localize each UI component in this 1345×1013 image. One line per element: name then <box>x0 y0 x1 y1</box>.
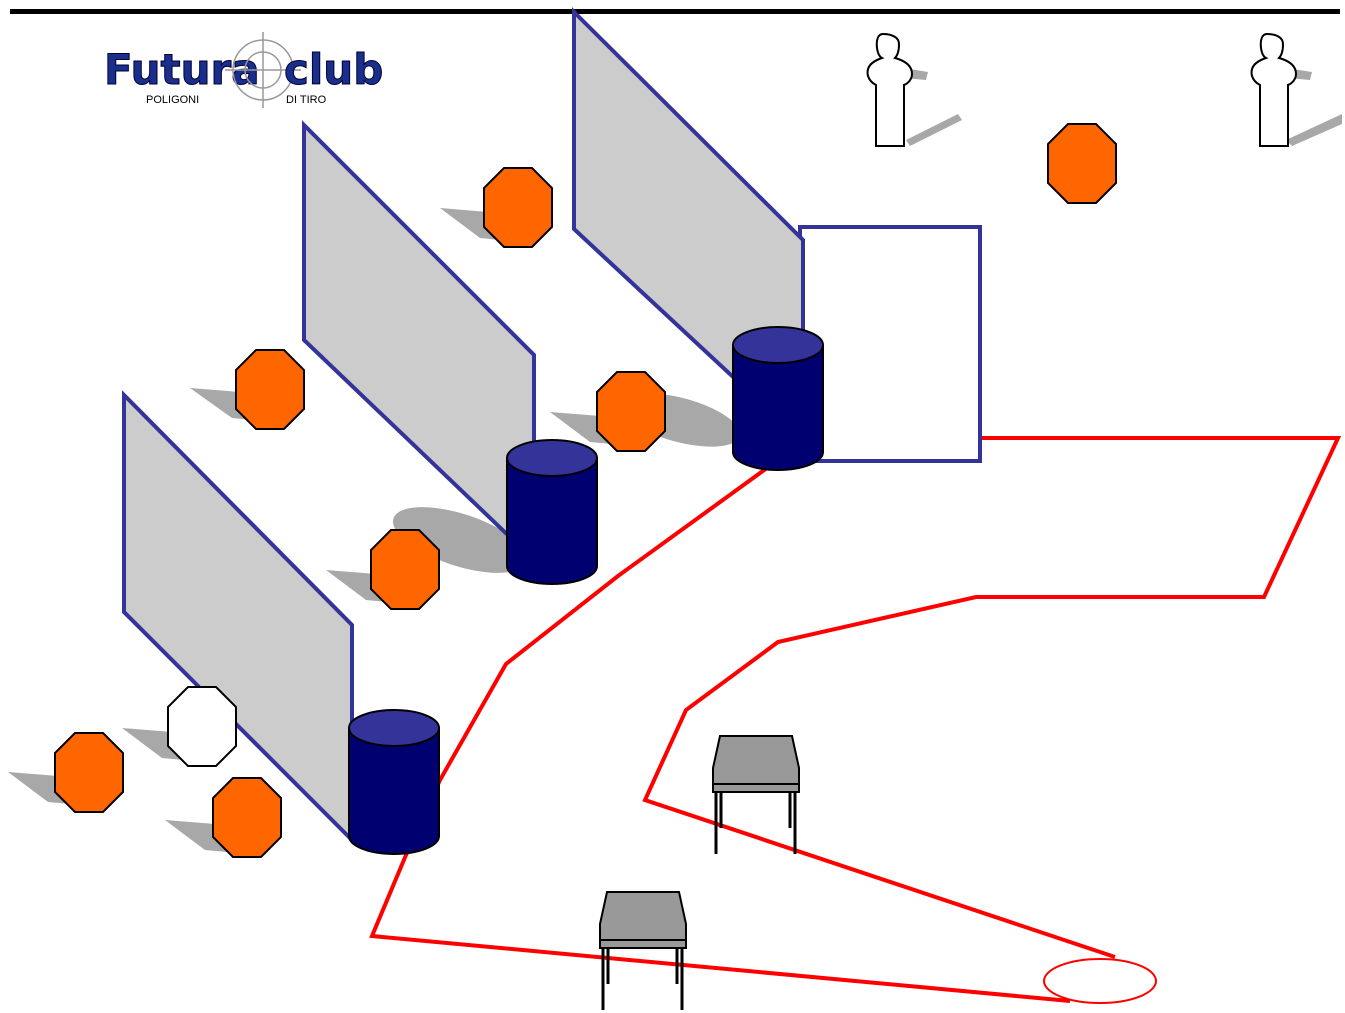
logo-subtitle-left: POLIGONI <box>146 94 199 106</box>
silhouette-target <box>1250 32 1298 147</box>
steel-plate-target <box>370 529 440 610</box>
steel-plate-target <box>596 371 666 452</box>
logo-word-right: club <box>284 45 383 94</box>
steel-targets <box>54 123 1117 858</box>
fault-line <box>642 436 1342 959</box>
crosshair-icon <box>225 32 301 108</box>
barrel <box>348 709 440 855</box>
start-circle <box>1043 958 1157 1004</box>
steel-plate-target <box>1047 123 1117 204</box>
steel-plate-target <box>235 349 305 430</box>
logo-subtitle-right: DI TIRO <box>286 94 327 106</box>
table <box>599 891 687 1010</box>
no-shoot-target <box>167 686 237 767</box>
wall-panel-left <box>122 390 354 845</box>
shadows <box>8 68 1342 852</box>
table <box>712 735 800 854</box>
box-frame <box>798 225 982 463</box>
top-rule <box>10 9 1340 14</box>
silhouette-target <box>866 32 914 147</box>
steel-plate-target <box>54 732 124 813</box>
barrel <box>506 439 598 585</box>
steel-plate-target <box>212 777 282 858</box>
logo: Futura club POLIGONI DI TIRO <box>104 32 384 108</box>
steel-plate-target <box>483 167 553 248</box>
barrel <box>732 326 824 471</box>
